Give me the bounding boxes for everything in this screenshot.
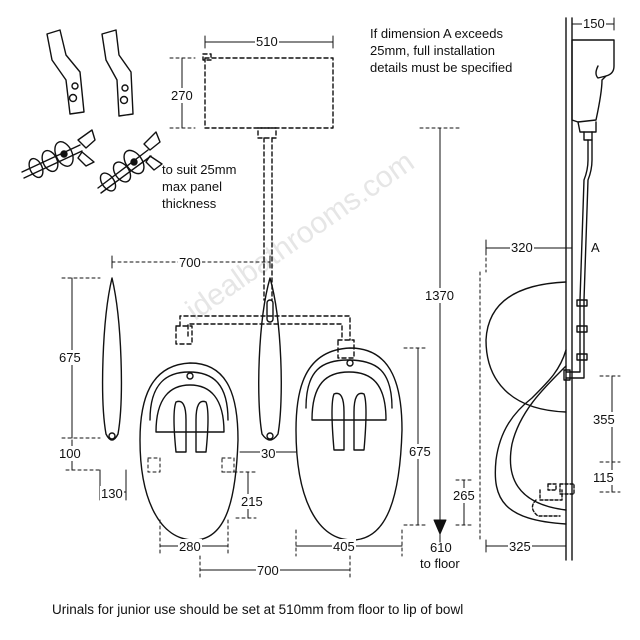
cistern-front xyxy=(202,53,334,129)
dim-divider-bottom: 100 xyxy=(58,446,82,461)
urinal-side-profile xyxy=(485,281,567,525)
dim-side-projection: 320 xyxy=(510,240,534,255)
note-dimension-a-line3: details must be specified xyxy=(370,60,513,75)
note-dimension-a-line1: If dimension A exceeds xyxy=(370,26,503,41)
wing-nut-bolt-left xyxy=(21,129,96,179)
dim-bowl-width: 405 xyxy=(332,539,356,554)
note-floor-label: to floor xyxy=(420,556,460,571)
urinal-left-dimensions xyxy=(147,457,257,557)
dim-pipe-spacing-top: 700 xyxy=(178,255,202,270)
note-dimension-a-line2: 25mm, full installation xyxy=(370,43,495,58)
note-panel-line3: thickness xyxy=(162,196,217,211)
dim-bowl-gap: 30 xyxy=(260,446,277,461)
note-panel-line1: to suit 25mm xyxy=(162,162,237,177)
waste-trap-side xyxy=(531,483,575,517)
side-dimension-lines xyxy=(479,239,621,553)
dim-height-1370: 1370 xyxy=(424,288,455,303)
urinal-bowl-right xyxy=(295,347,403,541)
dim-divider-width: 130 xyxy=(100,486,124,501)
dim-a-label: A xyxy=(590,240,601,255)
dim-divider-height: 675 xyxy=(58,350,82,365)
cistern-dimension-lines xyxy=(169,35,334,129)
divider-panel-centre xyxy=(258,277,282,441)
height-dimension-1370 xyxy=(419,127,473,543)
divider-left-dimensions xyxy=(61,277,127,501)
caption: Urinals for junior use should be set at … xyxy=(52,602,464,617)
wall-side xyxy=(565,17,573,561)
note-floor-value: 610 xyxy=(430,540,452,555)
urinal-bowl-left xyxy=(139,362,239,541)
dim-side-115: 115 xyxy=(592,470,615,485)
cistern-side xyxy=(571,39,615,141)
dim-bottom-spacing: 700 xyxy=(256,563,280,578)
dim-waste-height: 265 xyxy=(452,488,476,503)
dim-side-cistern-depth: 150 xyxy=(582,16,606,31)
dim-side-325: 325 xyxy=(508,539,532,554)
dim-cistern-width: 510 xyxy=(255,34,279,49)
wall-bracket-left xyxy=(46,29,85,115)
dim-bowl-waste-width: 280 xyxy=(178,539,202,554)
dim-side-355: 355 xyxy=(592,412,616,427)
dim-bowl-height: 675 xyxy=(408,444,432,459)
divider-panel-left xyxy=(101,277,123,441)
dim-cistern-height: 270 xyxy=(170,88,194,103)
note-panel-line2: max panel xyxy=(162,179,222,194)
flush-pipe xyxy=(175,127,355,359)
dim-bowl-waste-height: 215 xyxy=(240,494,264,509)
wing-nut-bolt-right xyxy=(97,131,163,194)
wall-bracket-right xyxy=(101,29,134,117)
flush-pipe-side xyxy=(563,139,593,381)
